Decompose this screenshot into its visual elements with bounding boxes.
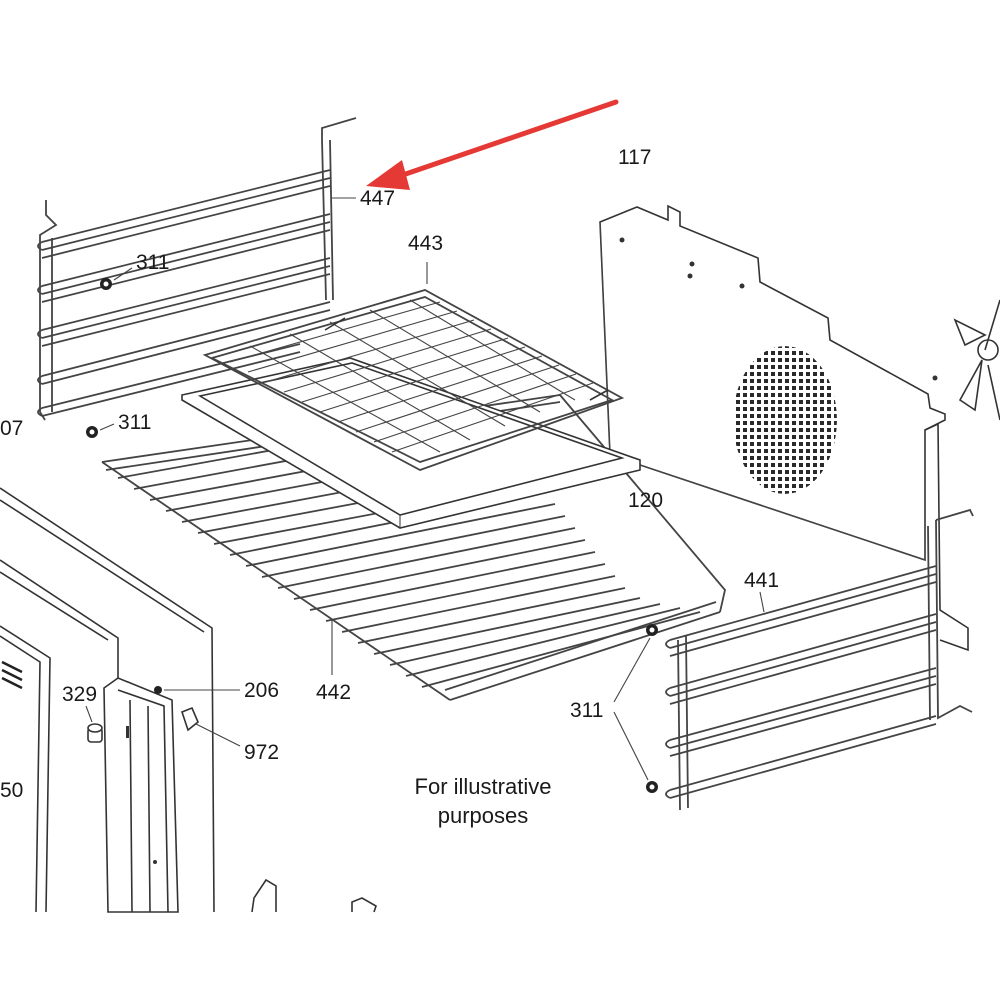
fan-grille — [733, 346, 837, 494]
callout-329: 329 — [62, 683, 98, 706]
callout-972: 972 — [244, 741, 280, 764]
callout-311-left-upper: 311 — [136, 251, 170, 274]
partial-bracket-right — [351, 897, 377, 913]
clip-972 — [181, 706, 199, 732]
callout-311-right: 311 — [570, 699, 604, 722]
callout-311-left-lower: 311 — [118, 411, 152, 434]
screw-311-left-lower — [86, 423, 115, 438]
pin-329 — [87, 723, 103, 743]
callout-117: 117 — [618, 146, 652, 169]
callout-307-partial: 07 — [0, 417, 24, 440]
fan-blade — [953, 299, 1000, 421]
illustrative-note-line1: For illustrative — [414, 774, 552, 799]
screw-311-right — [613, 624, 658, 793]
oven-rack-442 — [101, 394, 726, 701]
callout-441: 441 — [744, 569, 780, 592]
screw-311-left-upper — [100, 267, 133, 290]
door-vent-marks — [1, 660, 23, 690]
callout-50-partial: 50 — [0, 779, 24, 802]
hinge-206 — [103, 677, 179, 913]
illustrative-note: For illustrative purposes — [370, 772, 596, 830]
oven-door-assembly — [0, 487, 215, 913]
callout-447: 447 — [360, 187, 396, 210]
partial-bracket-left — [251, 878, 277, 913]
right-rack-441 — [665, 508, 974, 811]
callout-120: 120 — [628, 489, 664, 512]
callout-206: 206 — [244, 679, 280, 702]
wire-shelf-443 — [202, 289, 625, 471]
callout-442: 442 — [316, 681, 352, 704]
illustrative-note-line2: purposes — [437, 803, 529, 828]
callout-443: 443 — [408, 232, 444, 255]
highlight-arrow — [366, 99, 619, 190]
